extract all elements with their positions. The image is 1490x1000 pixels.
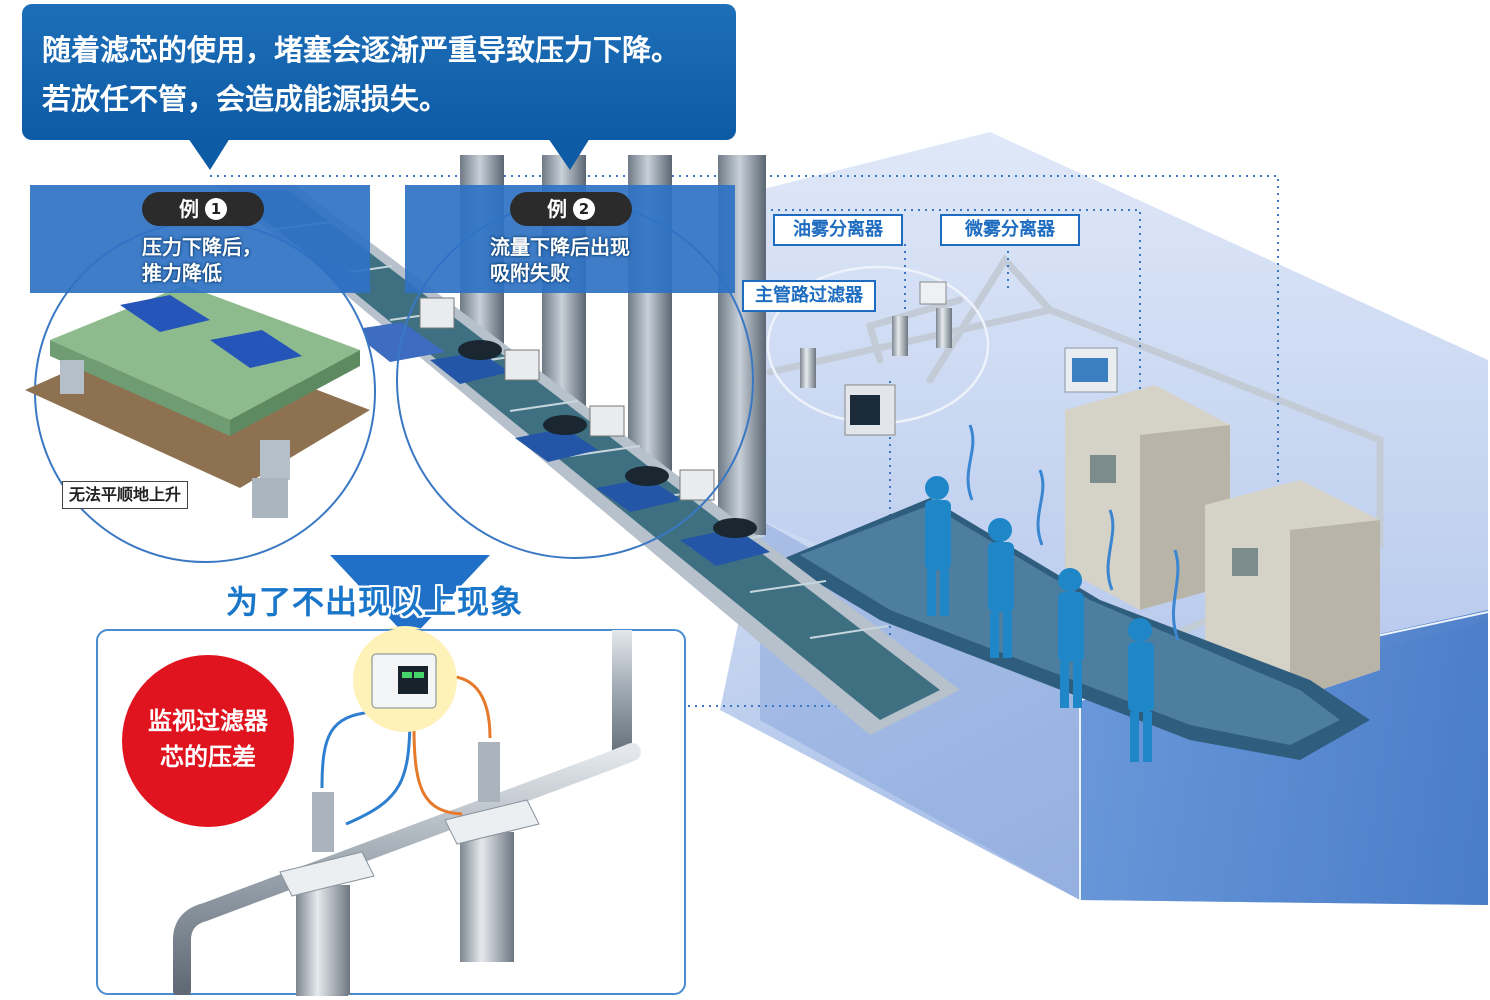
example2-badge-label: 例 [547, 197, 567, 221]
filter-cluster [800, 281, 952, 436]
headline-line-1: 随着滤芯的使用，堵塞会逐渐严重导致压力下降。 [42, 33, 681, 67]
example1-caption-line-1: 压力下降后， [142, 235, 262, 259]
tool-hoses [966, 424, 1180, 641]
machine-cabinets [1064, 347, 1380, 700]
example2-number-icon: 2 [573, 198, 595, 220]
main-line-filter-label: 主管路过滤器 [742, 280, 876, 312]
micro-mist-separator-label: 微雾分离器 [940, 214, 1080, 246]
suction-units [419, 297, 770, 566]
prevention-heading: 为了不出现以上现象 [226, 583, 524, 621]
monitor-pressure-diff-badge: 监视过滤器 芯的压差 [122, 655, 294, 827]
headline-pointer-1 [188, 138, 230, 170]
cannot-rise-label: 无法平顺地上升 [62, 481, 189, 509]
headline-banner: 随着滤芯的使用，堵塞会逐渐严重导致压力下降。 若放任不管，会造成能源损失。 [22, 4, 736, 140]
monitor-badge-line-1: 监视过滤器 [148, 707, 268, 735]
example1-caption: 压力下降后， 推力降低 [142, 234, 262, 286]
example1-number-icon: 1 [205, 198, 227, 220]
monitor-badge-line-2: 芯的压差 [160, 743, 256, 771]
down-arrow [330, 555, 490, 640]
workers [925, 476, 1154, 762]
leader-lines [210, 175, 1279, 707]
example2-caption-line-1: 流量下降后出现 [490, 235, 630, 259]
example2-caption: 流量下降后出现 吸附失败 [490, 234, 630, 286]
example2-caption-line-2: 吸附失败 [490, 261, 570, 285]
headline-line-2: 若放任不管，会造成能源损失。 [42, 82, 449, 116]
example1-caption-line-2: 推力降低 [142, 261, 222, 285]
example1-scene [25, 285, 370, 518]
monitoring-inset-drawing [173, 629, 641, 995]
headline-pointer-2 [548, 138, 590, 170]
example1-badge-label: 例 [179, 197, 199, 221]
oil-mist-separator-label: 油雾分离器 [773, 214, 903, 246]
